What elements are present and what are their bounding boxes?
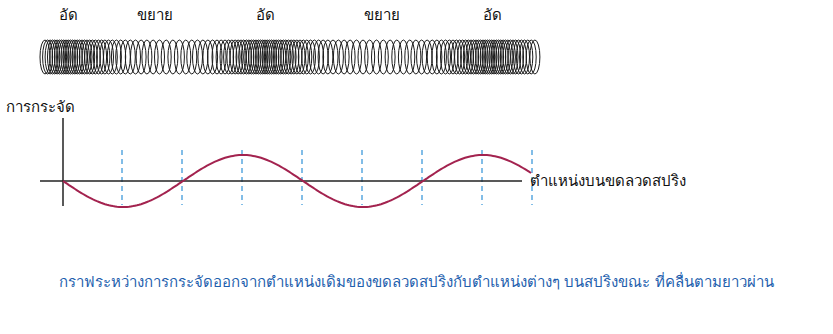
spring-coil — [345, 40, 355, 74]
spring-coil — [87, 40, 97, 74]
guide-line — [481, 150, 483, 205]
region-label: ขยาย — [137, 6, 173, 24]
displacement-curve — [63, 155, 531, 207]
spring-coils — [40, 40, 540, 74]
spring-coil — [168, 40, 178, 74]
region-label: อัด — [59, 6, 78, 24]
x-axis — [40, 180, 522, 182]
spring-coil — [339, 40, 349, 74]
guide-line — [121, 150, 123, 205]
spring-coil — [333, 40, 343, 74]
region-label: อัด — [483, 6, 502, 24]
guide-line — [181, 150, 183, 205]
spring-coil — [289, 40, 299, 74]
spring-coil — [174, 40, 184, 74]
guide-line — [301, 150, 303, 205]
guide-line — [421, 150, 423, 205]
spring-coil — [187, 40, 197, 74]
spring-coil — [514, 40, 524, 74]
guide-line — [361, 150, 363, 205]
axis-label: การกระจัด — [6, 98, 75, 116]
spring-coil — [142, 40, 152, 74]
y-axis — [62, 118, 64, 206]
spring-coil — [411, 40, 421, 74]
region-label: ขยาย — [364, 6, 400, 24]
region-label: อัด — [256, 6, 275, 24]
spring-coil — [530, 40, 540, 74]
spring-coil — [136, 40, 146, 74]
spring-coil — [352, 40, 362, 74]
spring-coil — [181, 40, 191, 74]
guide-line — [241, 150, 243, 205]
axis-label: ตำแหน่งบนขดลวดสปริง — [530, 172, 686, 190]
spring-coil — [398, 40, 408, 74]
spring-coil — [405, 40, 415, 74]
spring-coil — [148, 40, 158, 74]
spring-coil — [131, 40, 141, 74]
figure-caption: กราฟระหว่างการกระจัดออกจากตำแหน่งเดิมของ… — [20, 268, 813, 297]
